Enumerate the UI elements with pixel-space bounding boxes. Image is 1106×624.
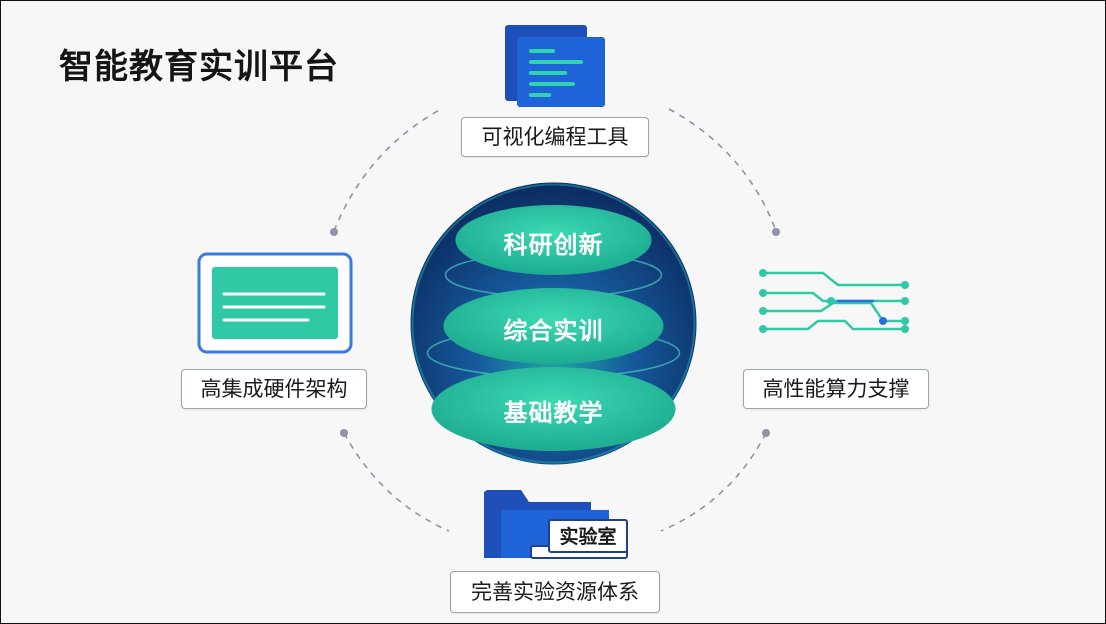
node-label-top: 可视化编程工具 xyxy=(461,117,649,157)
core-sphere: 科研创新 综合实训 基础教学 xyxy=(409,181,698,466)
ring-dot-right-bottom xyxy=(762,429,770,437)
layer-label-top: 科研创新 xyxy=(503,231,604,259)
layer-label-middle: 综合实训 xyxy=(503,317,604,345)
layer-disc-bottom xyxy=(431,367,676,451)
layer-disc-top xyxy=(455,205,652,275)
node-label-left: 高集成硬件架构 xyxy=(181,369,367,409)
node-label-right: 高性能算力支撑 xyxy=(743,369,929,409)
layer-disc-middle xyxy=(443,288,664,364)
ring-dot-left-top xyxy=(330,228,338,236)
core-sphere-graphic xyxy=(410,182,697,465)
ring-dot-right-top xyxy=(772,228,780,236)
code-editor-icon xyxy=(505,25,605,107)
lab-tag: 实验室 xyxy=(548,519,628,553)
layer-label-bottom: 基础教学 xyxy=(503,399,604,427)
circuit-traces-icon xyxy=(759,269,909,333)
ring-dot-left-bottom xyxy=(340,429,348,437)
node-label-bottom: 完善实验资源体系 xyxy=(450,571,660,613)
hardware-panel-icon xyxy=(197,252,353,354)
page-title: 智能教育实训平台 xyxy=(59,47,339,87)
